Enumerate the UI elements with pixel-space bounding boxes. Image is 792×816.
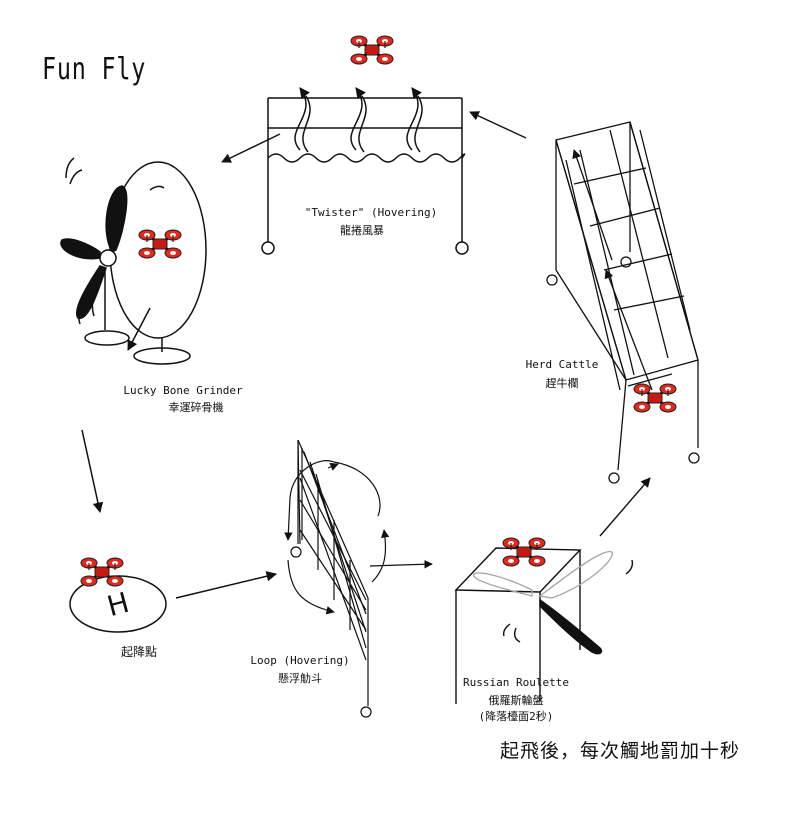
roulette-note: (降落檯面2秒) <box>478 710 554 723</box>
grinder-label-zh: 幸運碎骨機 <box>168 401 224 414</box>
roulette-label-en: Russian Roulette <box>463 676 569 689</box>
drone-grinder <box>137 228 183 260</box>
drone-twister <box>349 34 395 66</box>
flow-arrows-top <box>221 111 527 163</box>
drone-cattle <box>632 382 678 414</box>
twister-label-en: "Twister" (Hovering) <box>304 206 438 219</box>
loop-label-en: Loop (Hovering) <box>250 654 350 667</box>
helipad-letter: H <box>104 586 133 623</box>
cattle-label-zh: 趕牛欄 <box>545 377 579 390</box>
drone-roulette <box>501 536 547 568</box>
page-title: Fun Fly <box>42 52 147 87</box>
start-label-zh: 起降點 <box>120 645 158 659</box>
penalty-rule: 起飛後，每次觸地罰加十秒 <box>500 740 741 762</box>
twister-label-zh: 龍捲風暴 <box>340 224 384 237</box>
loop-station <box>284 439 433 718</box>
start-station <box>69 429 278 633</box>
roulette-label-zh: 俄羅斯輪盤 <box>488 694 544 707</box>
cattle-station <box>546 121 700 484</box>
loop-label-zh: 懸浮觔斗 <box>278 672 322 685</box>
twister-station <box>261 87 469 255</box>
cattle-label-en: Herd Cattle <box>525 358 599 371</box>
grinder-label-en: Lucky Bone Grinder <box>123 384 243 397</box>
grinder-station <box>60 157 207 365</box>
drone-start <box>79 556 125 588</box>
roulette-station <box>454 477 651 704</box>
